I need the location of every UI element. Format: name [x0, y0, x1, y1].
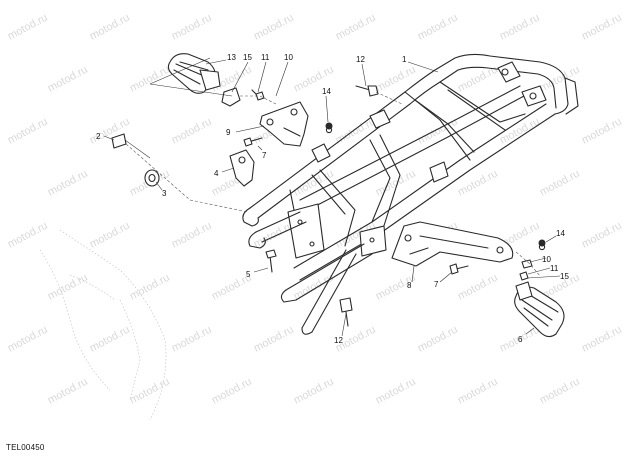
- bracket-4: [229, 149, 255, 187]
- watermark-text: motod.ru: [88, 12, 132, 43]
- watermark-text: motod.ru: [538, 376, 582, 407]
- left-footpeg-bracket: [259, 101, 309, 147]
- watermark-text: motod.ru: [252, 324, 296, 355]
- watermark-text: motod.ru: [580, 12, 624, 43]
- watermark-text: motod.ru: [538, 64, 582, 95]
- callout-14-right: 14: [556, 229, 565, 238]
- screw-5: [265, 249, 277, 273]
- callout-13: 13: [227, 53, 236, 62]
- watermark-text: motod.ru: [210, 376, 254, 407]
- watermark-text: motod.ru: [128, 64, 172, 95]
- bolt-12-bottom: [339, 297, 353, 327]
- callout-7-left: 7: [262, 151, 267, 160]
- callout-9: 9: [226, 128, 231, 137]
- callout-2: 2: [96, 132, 101, 141]
- right-footpeg-bracket: [391, 221, 514, 267]
- watermark-text: motod.ru: [128, 272, 172, 303]
- watermark-text: motod.ru: [88, 324, 132, 355]
- bolt-12-top: [355, 85, 403, 105]
- watermark-text: motod.ru: [170, 12, 214, 43]
- right-pin-parts: [515, 239, 546, 281]
- left-footpeg-nut: [325, 122, 333, 134]
- callout-3: 3: [162, 189, 167, 198]
- left-pin-parts: [221, 87, 277, 107]
- watermark-text: motod.ru: [374, 64, 418, 95]
- watermark-text: motod.ru: [538, 168, 582, 199]
- right-footpeg: [514, 281, 565, 338]
- watermark-text: motod.ru: [170, 220, 214, 251]
- figure-reference-code: TEL00450: [6, 443, 45, 452]
- watermark-text: motod.ru: [6, 220, 50, 251]
- watermark-text: motod.ru: [456, 272, 500, 303]
- watermark-text: motod.ru: [46, 376, 90, 407]
- watermark-text: motod.ru: [128, 376, 172, 407]
- watermark-text: motod.ru: [88, 220, 132, 251]
- screw-7-right: [449, 263, 469, 275]
- watermark-text: motod.ru: [46, 168, 90, 199]
- watermark-text: motod.ru: [170, 116, 214, 147]
- watermark-text: motod.ru: [6, 116, 50, 147]
- watermark-text: motod.ru: [46, 272, 90, 303]
- callout-10-right: 10: [542, 255, 551, 264]
- callout-12-bottom: 12: [334, 336, 343, 345]
- watermark-text: motod.ru: [292, 376, 336, 407]
- watermark-text: motod.ru: [456, 376, 500, 407]
- watermark-text: motod.ru: [334, 12, 378, 43]
- leader-lines: [103, 57, 561, 337]
- callout-8: 8: [407, 281, 412, 290]
- callout-7-right: 7: [434, 280, 439, 289]
- watermark-text: motod.ru: [6, 324, 50, 355]
- spacer-3: [144, 169, 160, 187]
- watermark-text: motod.ru: [46, 64, 90, 95]
- callout-4: 4: [214, 169, 219, 178]
- watermark-text: motod.ru: [580, 116, 624, 147]
- callout-labels: 1 2 3 4 5 6 7 7 8 9 10 10 11 11 12 12 13…: [96, 53, 569, 345]
- watermark-text: motod.ru: [416, 12, 460, 43]
- watermark-text: motod.ru: [374, 376, 418, 407]
- watermark-text: motod.ru: [252, 12, 296, 43]
- watermark-text: motod.ru: [416, 324, 460, 355]
- callout-6: 6: [518, 335, 523, 344]
- watermark-text: motod.ru: [170, 324, 214, 355]
- callout-15-left: 15: [243, 53, 252, 62]
- callout-11-left: 11: [261, 53, 270, 62]
- callout-15-right: 15: [560, 272, 569, 281]
- callout-11-right: 11: [550, 264, 559, 273]
- callout-10-left: 10: [284, 53, 293, 62]
- watermark-text: motod.ru: [498, 12, 542, 43]
- callout-1: 1: [402, 55, 407, 64]
- callout-5: 5: [246, 270, 251, 279]
- rear-subframe: [242, 53, 579, 335]
- left-footpeg: [167, 53, 221, 94]
- callout-12-top: 12: [356, 55, 365, 64]
- watermark-text: motod.ru: [6, 12, 50, 43]
- ghost-bike-outline: [39, 229, 167, 421]
- watermark-text: motod.ru: [456, 168, 500, 199]
- bolt-2: [111, 133, 249, 213]
- watermark-text: motod.ru: [580, 324, 624, 355]
- callout-14-left: 14: [322, 87, 331, 96]
- watermark-text: motod.ru: [580, 220, 624, 251]
- screw-7-left: [243, 137, 263, 147]
